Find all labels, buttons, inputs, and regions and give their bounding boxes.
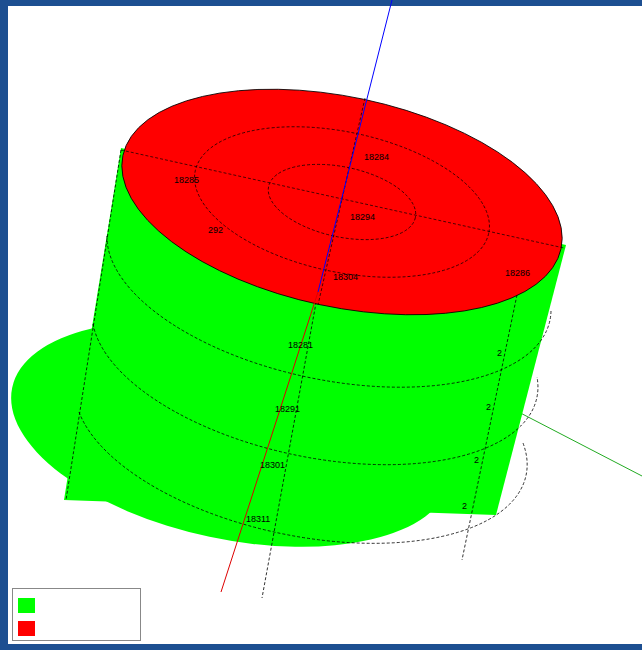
node-number: 18286	[505, 268, 530, 278]
node-number: 2	[474, 455, 479, 465]
node-number: 18304	[333, 272, 358, 282]
legend-swatch	[18, 598, 35, 613]
node-number: 2	[497, 348, 502, 358]
node-number: 2	[486, 402, 491, 412]
node-number: 18301	[260, 460, 285, 470]
node-number: 18291	[275, 404, 300, 414]
legend-swatch	[18, 621, 35, 636]
node-number: 18311	[246, 514, 270, 524]
z-axis	[318, 0, 392, 292]
node-number: 18281	[288, 340, 313, 350]
top-ring	[261, 152, 422, 252]
cylinder-top	[101, 53, 583, 352]
node-number: 292	[208, 225, 223, 235]
node-number: 18294	[350, 212, 375, 222]
node-number: 18285	[174, 175, 199, 185]
y-axis	[505, 405, 642, 476]
x-axis	[221, 292, 318, 592]
top-spokes	[121, 98, 564, 305]
node-number: 18284	[364, 152, 389, 162]
top-ring	[181, 102, 504, 301]
node-number: 2	[462, 501, 467, 511]
legend-box	[13, 589, 141, 641]
